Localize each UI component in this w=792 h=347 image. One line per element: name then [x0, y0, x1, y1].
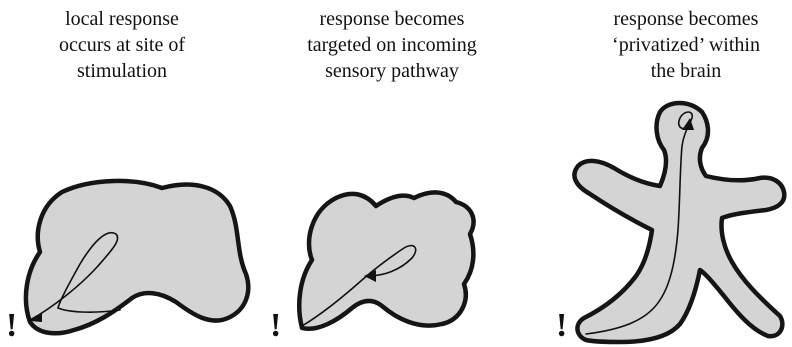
panel-1-organism: !	[6, 181, 248, 344]
panel-3-organism: !	[556, 103, 784, 344]
stimulus-marker: !	[270, 307, 281, 344]
organism-body	[26, 181, 248, 333]
panel-2-organism: !	[270, 192, 474, 344]
stimulus-marker: !	[6, 307, 17, 344]
stimulus-marker: !	[556, 307, 567, 344]
organism-body	[574, 103, 784, 342]
